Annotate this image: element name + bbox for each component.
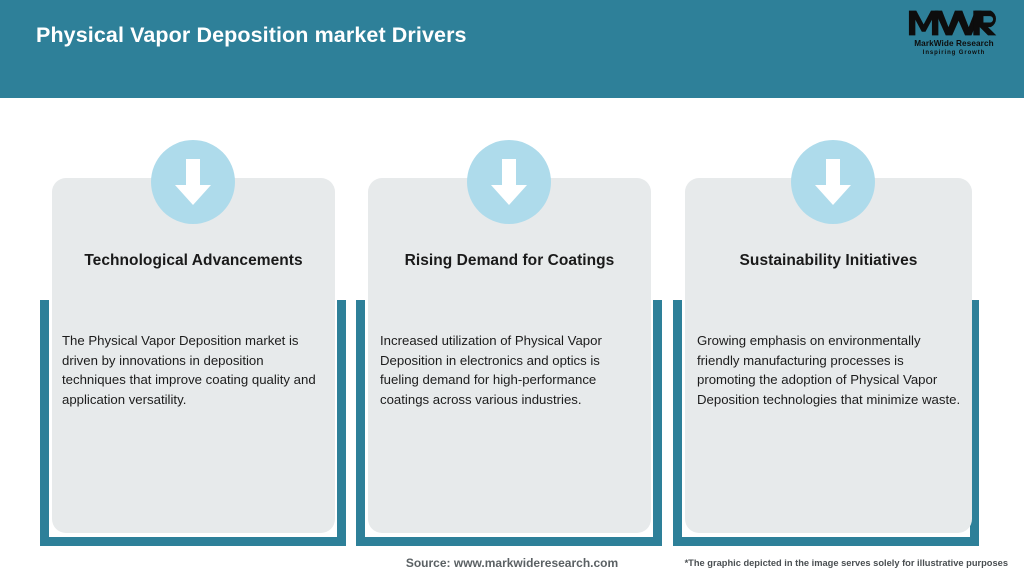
card-panel [52, 178, 335, 533]
header-bar [0, 0, 1024, 98]
down-arrow-glyph [491, 159, 527, 205]
down-arrow-glyph [175, 159, 211, 205]
card-accent-frame [40, 300, 346, 546]
card-body-text: Increased utilization of Physical Vapor … [380, 333, 602, 407]
card-title: Technological Advancements [84, 252, 303, 269]
logo-tagline: Inspiring Growth [922, 50, 986, 56]
mwr-logo-icon [908, 10, 997, 36]
brand-logo: MarkWide Research Inspiring Growth [902, 8, 1006, 60]
logo-company-name: MarkWide Research [914, 39, 994, 48]
card-body-text: The Physical Vapor Deposition market is … [62, 333, 316, 407]
card-panel [368, 178, 651, 533]
disclaimer-note: *The graphic depicted in the image serve… [684, 558, 1008, 568]
card-panel [685, 178, 972, 533]
card-accent-frame [356, 300, 662, 546]
card-body-text: Growing emphasis on environmentally frie… [697, 333, 961, 407]
page-title: Physical Vapor Deposition market Drivers [36, 23, 467, 47]
down-arrow-icon [151, 140, 235, 224]
card-title: Sustainability Initiatives [739, 252, 918, 269]
down-arrow-icon [467, 140, 551, 224]
card-accent-frame [673, 300, 979, 546]
card-title: Rising Demand for Coatings [404, 252, 615, 269]
down-arrow-icon [791, 140, 875, 224]
down-arrow-glyph [815, 159, 851, 205]
source-label: Source: www.markwideresearch.com [405, 556, 619, 570]
